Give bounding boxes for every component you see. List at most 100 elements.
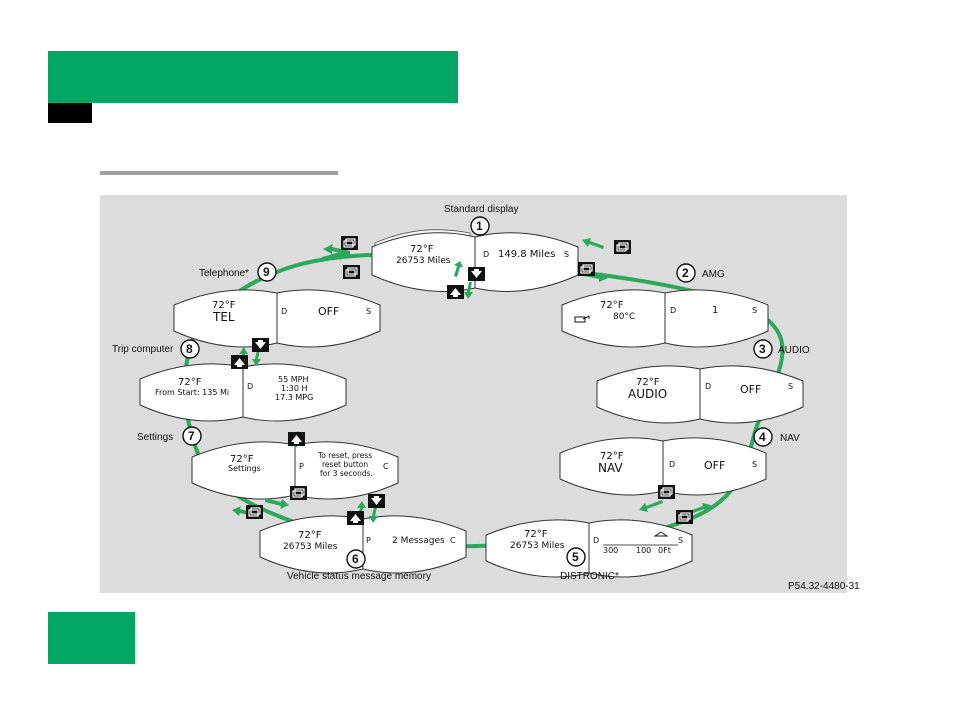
- svg-text:8: 8: [186, 342, 193, 356]
- up-arrow-icon: [288, 432, 305, 446]
- svg-text:1: 1: [476, 219, 483, 233]
- screen-nav: 72°F NAV D OFF S: [559, 437, 767, 496]
- menu-next-icon: [657, 484, 676, 500]
- s9-temp: 72°F: [212, 300, 236, 311]
- svg-text:2: 2: [682, 266, 689, 280]
- s2-value: 1: [712, 305, 718, 316]
- chapter-header-bar: [48, 51, 458, 103]
- label-vehicle-status: 6 Vehicle status message memory: [287, 549, 431, 582]
- label-trip: Trip computer 8: [112, 339, 200, 359]
- s1-d: D: [483, 250, 489, 259]
- diagram-svg: 72°F 26753 Miles D 149.8 Miles S 72°F 80…: [112, 204, 860, 592]
- screen-amg: 72°F 80°C D 1 S: [561, 289, 769, 348]
- s7-line3: for 3 seconds.: [320, 469, 373, 478]
- s2-d: D: [670, 306, 676, 315]
- s9-name: TEL: [212, 310, 235, 324]
- menu-next-icon: [340, 235, 359, 251]
- svg-text:Standard display: Standard display: [444, 204, 519, 215]
- down-arrow-icon: [368, 494, 385, 508]
- oil-temp-icon: [574, 315, 590, 323]
- s1-s: S: [564, 250, 569, 259]
- s6-temp: 72°F: [298, 530, 322, 541]
- s9-d: D: [281, 307, 287, 316]
- down-arrow-icon: [252, 338, 269, 352]
- menu-prev-icon: [675, 509, 694, 525]
- page-number-box: [48, 612, 135, 664]
- s8-mpg: 17.3 MPG: [275, 393, 313, 402]
- s5-temp: 72°F: [524, 529, 548, 540]
- s5-s: S: [678, 536, 683, 545]
- s3-d: D: [705, 382, 711, 391]
- s8-speed: 55 MPH: [278, 375, 308, 384]
- svg-text:4: 4: [759, 430, 766, 444]
- s7-c: C: [383, 462, 389, 471]
- label-nav: 4 NAV: [753, 427, 800, 447]
- label-settings: Settings 7: [137, 426, 202, 446]
- screen-trip-computer: 72°F From Start: 135 Mi D 55 MPH 1:30 H …: [139, 363, 347, 422]
- s3-value: OFF: [740, 383, 761, 396]
- up-arrow-icon: [347, 511, 364, 525]
- s3-name: AUDIO: [628, 387, 667, 401]
- svg-text:Settings: Settings: [137, 432, 173, 443]
- s9-s: S: [366, 307, 371, 316]
- label-telephone: Telephone* 9: [199, 262, 277, 282]
- s4-d: D: [669, 460, 675, 469]
- screen-settings: 72°F Settings P To reset, press reset bu…: [191, 441, 399, 500]
- s6-messages: 2 Messages: [392, 536, 445, 546]
- screen-distronic: 72°F 26753 Miles D S 300 100 0Ft: [485, 519, 693, 578]
- s2-temp: 72°F: [600, 300, 624, 311]
- s1-range: 149.8 Miles: [498, 249, 555, 260]
- s8-from-start: From Start: 135 Mi: [155, 388, 229, 397]
- label-standard: Standard display 1: [444, 204, 519, 236]
- up-arrow-icon: [447, 285, 464, 299]
- s7-p: P: [299, 462, 304, 471]
- display-menu-diagram: 72°F 26753 Miles D 149.8 Miles S 72°F 80…: [100, 195, 860, 593]
- svg-text:9: 9: [263, 265, 270, 279]
- s1-odo: 26753 Miles: [396, 256, 451, 266]
- s5-scale-100: 100: [636, 546, 651, 555]
- s5-d: D: [593, 536, 599, 545]
- s7-line1: To reset, press: [317, 451, 372, 460]
- label-audio: 3 AUDIO: [753, 339, 810, 359]
- s7-name: Settings: [228, 464, 261, 473]
- s4-temp: 72°F: [600, 451, 624, 462]
- down-arrow-icon: [468, 267, 485, 281]
- up-arrow-icon: [231, 355, 248, 369]
- svg-text:AMG: AMG: [702, 269, 725, 280]
- s6-p: P: [366, 536, 371, 545]
- section-rule: [100, 171, 338, 175]
- svg-text:3: 3: [759, 342, 766, 356]
- svg-text:NAV: NAV: [780, 433, 800, 444]
- s2-oil: 80°C: [613, 312, 635, 322]
- s3-temp: 72°F: [636, 377, 660, 388]
- s4-name: NAV: [598, 461, 623, 475]
- menu-prev-icon: [289, 485, 308, 501]
- svg-text:DISTRONIC*: DISTRONIC*: [560, 571, 619, 582]
- s4-value: OFF: [704, 459, 725, 472]
- s5-scale-300: 300: [603, 546, 618, 555]
- s8-time: 1:30 H: [281, 384, 308, 393]
- svg-text:6: 6: [352, 552, 359, 566]
- screen-telephone: 72°F TEL D OFF S: [173, 289, 381, 348]
- s7-line2: reset button: [322, 460, 368, 469]
- s4-s: S: [752, 460, 757, 469]
- s8-temp: 72°F: [178, 377, 202, 388]
- s9-value: OFF: [318, 305, 339, 318]
- svg-text:5: 5: [572, 550, 579, 564]
- svg-text:7: 7: [188, 429, 195, 443]
- screen-audio: 72°F AUDIO D OFF S: [596, 365, 804, 424]
- s5-scale-0: 0Ft: [658, 546, 671, 555]
- chapter-tab: [48, 103, 92, 123]
- menu-prev-icon: [342, 264, 361, 280]
- svg-text:AUDIO: AUDIO: [778, 345, 810, 356]
- svg-text:Vehicle status message memory: Vehicle status message memory: [287, 571, 431, 582]
- s1-temp: 72°F: [410, 244, 434, 255]
- label-distronic: 5 DISTRONIC*: [560, 547, 619, 582]
- menu-next-icon: [245, 504, 264, 520]
- s7-temp: 72°F: [230, 454, 254, 465]
- menu-prev-icon: [577, 261, 596, 277]
- s5-odo: 26753 Miles: [510, 541, 565, 551]
- s6-odo: 26753 Miles: [283, 542, 338, 552]
- s8-d: D: [247, 382, 253, 391]
- figure-code: P54.32-4480-31: [788, 581, 860, 592]
